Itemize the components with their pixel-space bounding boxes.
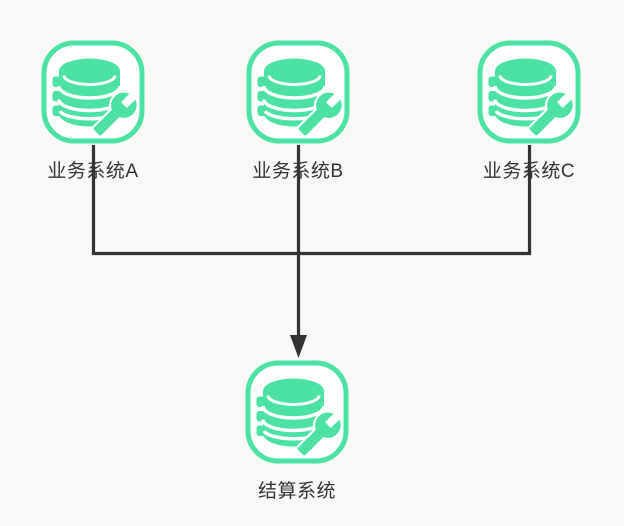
node-label-settlement: 结算系统 <box>257 481 336 502</box>
database-wrench-icon <box>246 40 350 144</box>
database-wrench-icon <box>477 40 581 144</box>
node-settlement-system[interactable]: 结算系统 <box>222 360 372 503</box>
node-business-system-a[interactable]: 业务系统A <box>18 40 168 183</box>
node-label-business-c: 业务系统C <box>482 161 576 182</box>
node-label-business-b: 业务系统B <box>252 161 344 182</box>
arrowhead-down-icon <box>290 335 307 358</box>
node-business-system-c[interactable]: 业务系统C <box>454 40 604 183</box>
node-business-system-b[interactable]: 业务系统B <box>223 40 373 183</box>
node-label-business-a: 业务系统A <box>47 161 139 182</box>
database-wrench-icon <box>245 360 349 464</box>
database-wrench-icon <box>41 40 145 144</box>
